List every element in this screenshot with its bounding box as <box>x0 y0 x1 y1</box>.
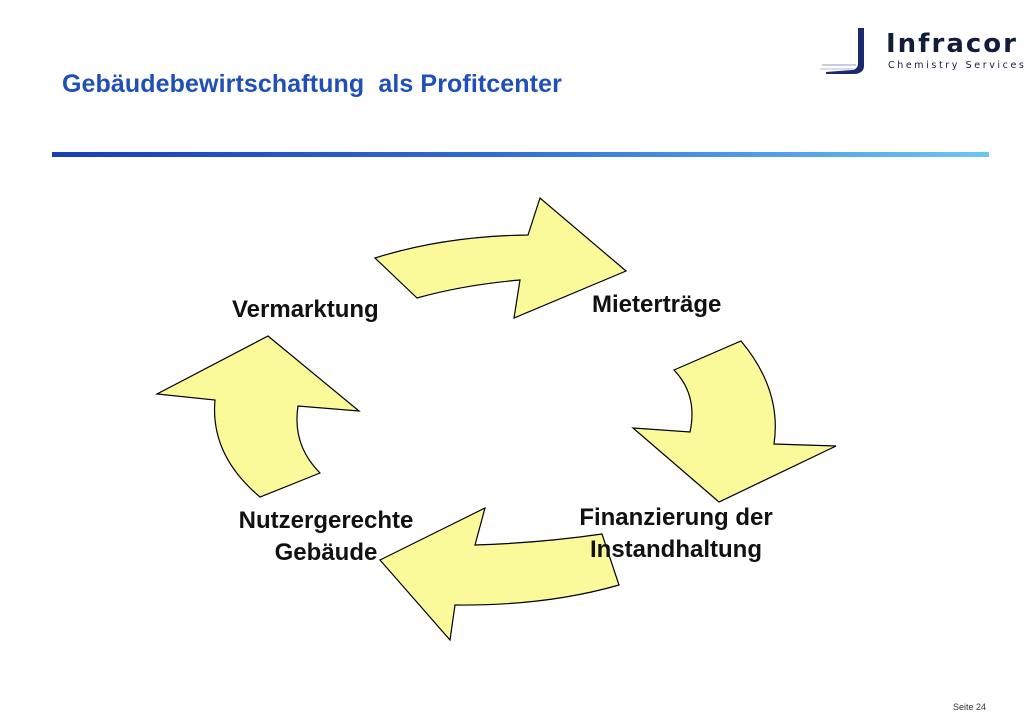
logo-name: Infracor <box>886 29 1018 59</box>
infracor-logo-mark <box>820 28 864 74</box>
header-divider <box>52 152 989 157</box>
step-mietertraege: Mieterträge <box>592 291 722 318</box>
company-logo: Infracor Chemistry Services <box>820 26 1024 76</box>
step-finanzierung-line-2: Instandhaltung <box>590 536 762 563</box>
cycle-arrow-bottom <box>379 506 620 642</box>
cycle-arrow-top <box>373 196 628 319</box>
step-vermarktung: Vermarktung <box>232 296 379 323</box>
page-number: Seite 24 <box>953 702 987 712</box>
logo-subtitle: Chemistry Services <box>888 60 1024 71</box>
cycle-arrow-right <box>631 340 837 503</box>
step-nutzer-line-2: Gebäude <box>274 539 378 566</box>
page-title: Gebäudebewirtschaftung als Profitcenter <box>62 70 562 98</box>
step-nutzer-line-1: Nutzergerechte <box>238 507 414 534</box>
step-finanzierung: Finanzierung der Instandhaltung <box>548 502 804 566</box>
cycle-arrow-left <box>154 335 361 498</box>
step-nutzergerechte-gebaeude: Nutzergerechte Gebäude <box>200 505 452 569</box>
step-finanzierung-line-1: Finanzierung der <box>579 504 773 531</box>
